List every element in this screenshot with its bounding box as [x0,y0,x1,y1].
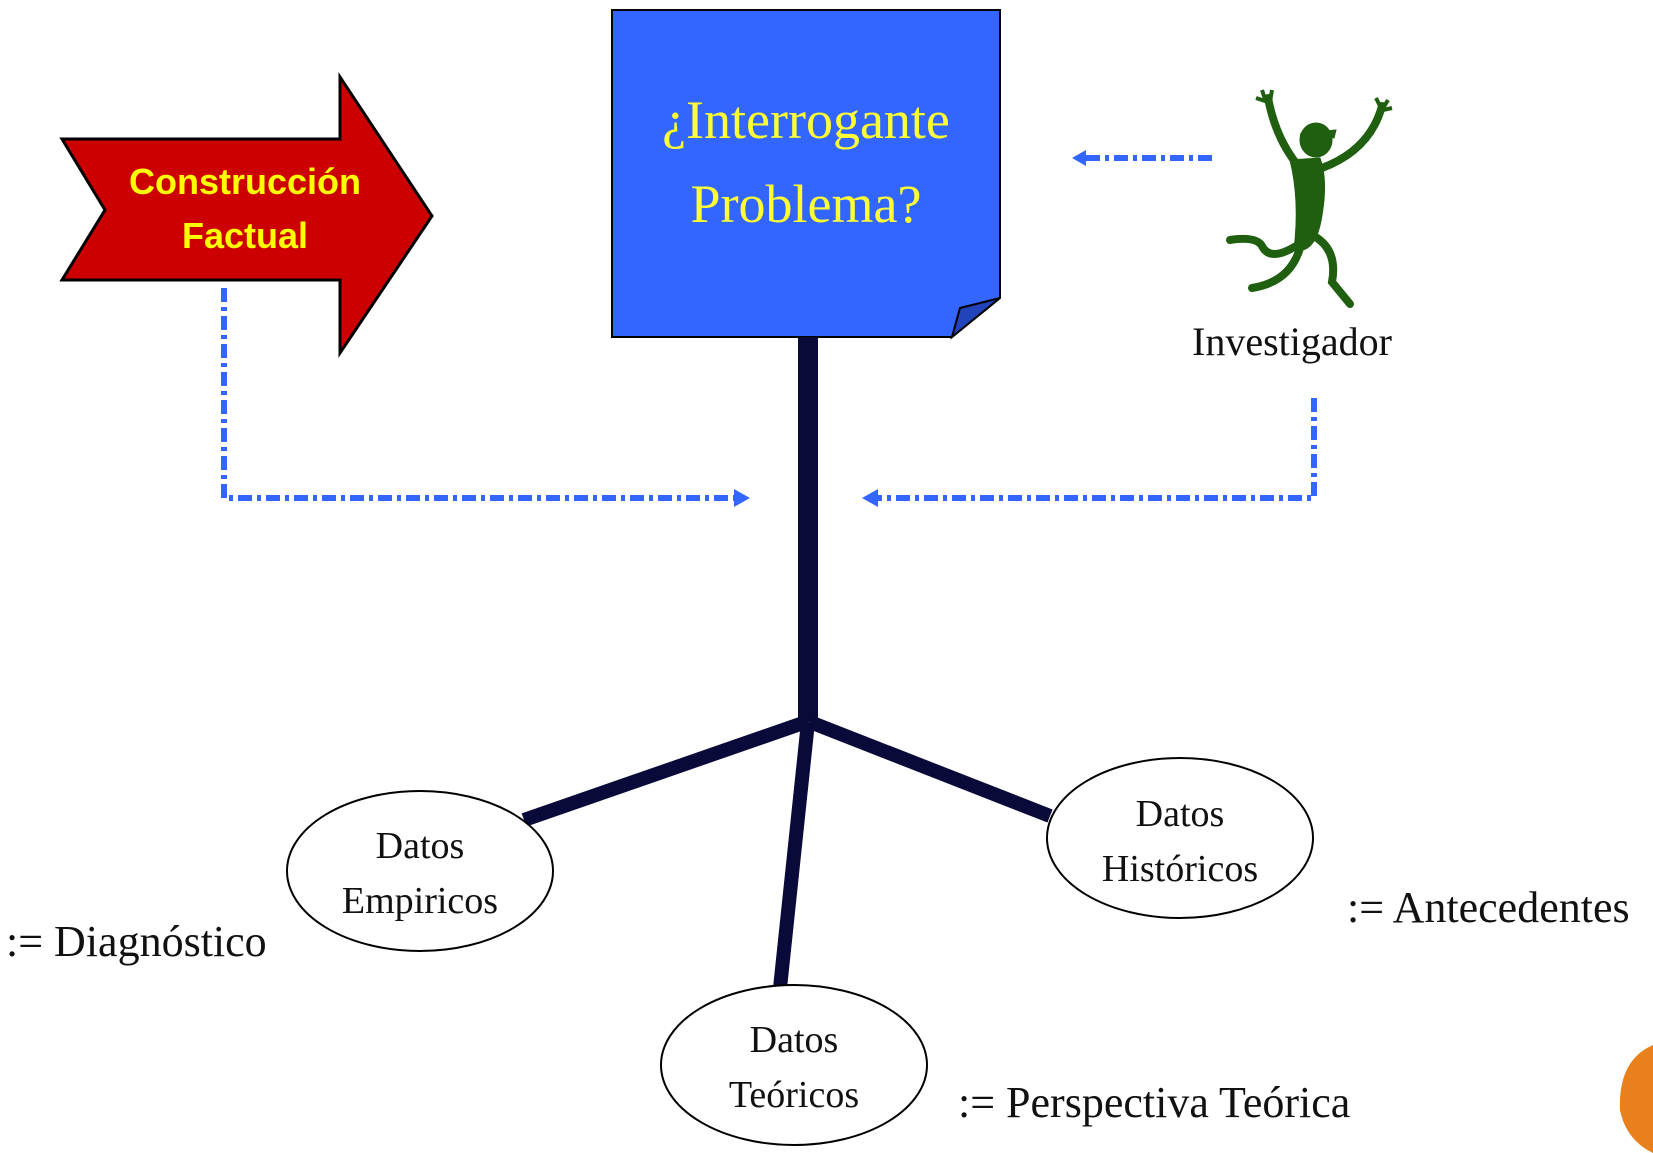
branch-historicos [807,715,1053,823]
teoricos-note: := Perspectiva Teórica [958,1078,1350,1127]
construccion-factual-arrow: Construcción Factual [59,72,434,358]
problema-line2: Problema? [691,174,922,234]
arrowhead-right [734,489,750,507]
construccion-to-spine-connector [221,288,734,501]
arrowhead-left-top [1072,150,1086,166]
teoricos-line2: Teóricos [729,1074,859,1116]
teoricos-line1: Datos [750,1019,839,1061]
ellipse-historicos [1046,757,1314,919]
investigador-to-spine-connector [878,398,1317,501]
connectors [221,155,1317,501]
dancing-figure-icon [1226,89,1393,308]
construccion-line1: Construcción [129,161,361,202]
spine [521,337,1053,989]
empiricos-line2: Empiricos [342,880,498,922]
ellipse-empiricos [286,790,554,952]
empiricos-note: := Diagnóstico [6,917,267,966]
historicos-line2: Históricos [1102,848,1258,890]
node-empiricos: Datos Empiricos [286,790,554,952]
problema-line1: ¿Interrogante [662,90,950,150]
investigador-label: Investigador [1192,319,1392,364]
empiricos-line1: Datos [376,825,465,867]
problema-box: ¿Interrogante Problema? [611,9,1001,340]
historicos-note: := Antecedentes [1347,883,1630,932]
historicos-line1: Datos [1136,793,1225,835]
red-arrow-shape [59,72,434,358]
ellipse-teoricos [660,984,928,1146]
branch-teoricos [773,721,815,989]
folded-corner [950,297,1001,340]
arrowhead-left [862,489,878,507]
branch-empiricos [521,715,809,827]
node-historicos: Datos Históricos [1046,757,1314,919]
arrowheads [734,150,1086,507]
partial-orange-shape [1619,1045,1653,1153]
construccion-line2: Factual [182,215,308,256]
node-teoricos: Datos Teóricos [660,984,928,1146]
